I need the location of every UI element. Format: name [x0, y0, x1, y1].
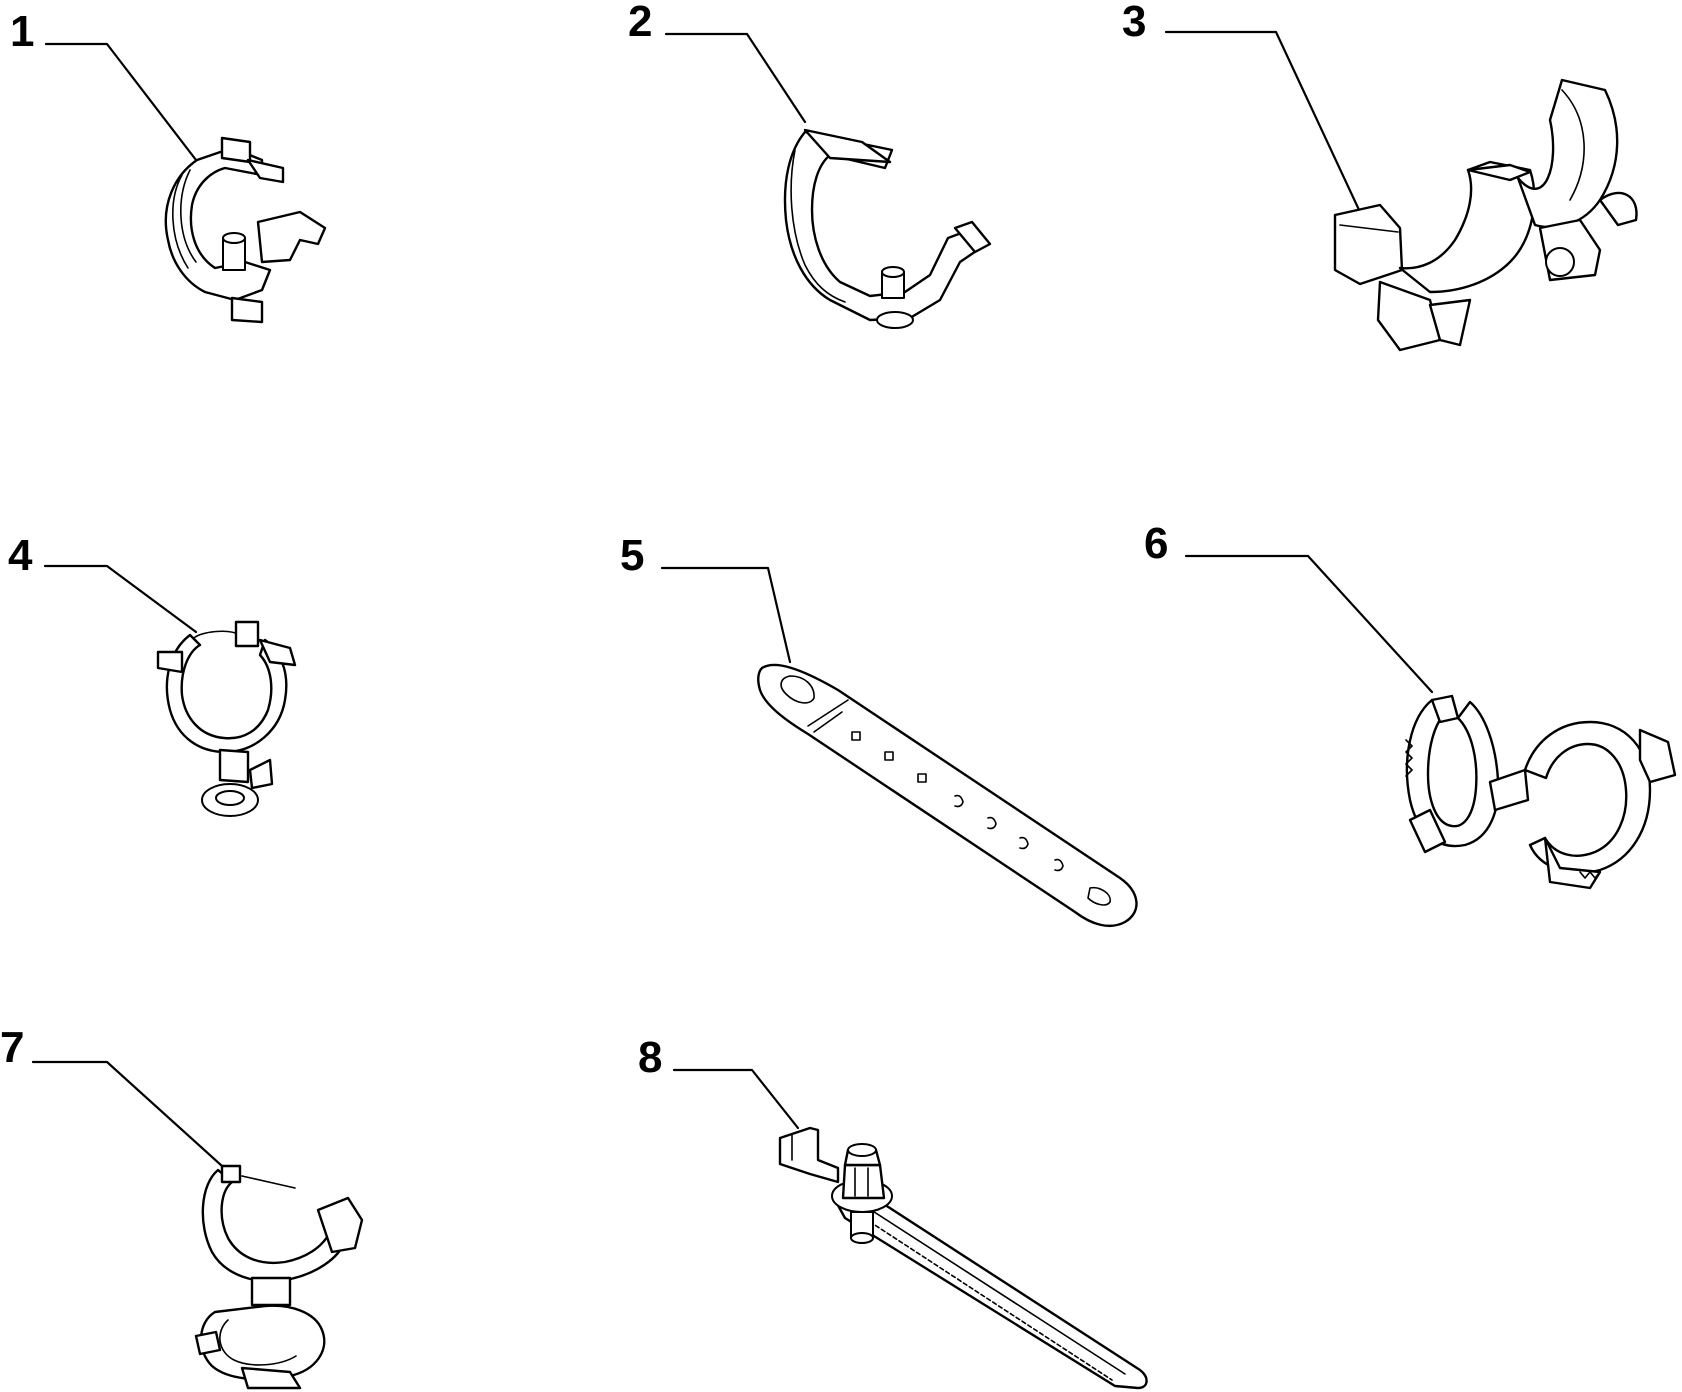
part-7-clip — [194, 1164, 364, 1390]
part-8-tie — [778, 1126, 1148, 1390]
callout-6: 6 — [1144, 519, 1434, 694]
callout-number-8: 8 — [638, 1033, 662, 1082]
callout-1: 1 — [10, 7, 198, 162]
callout-3: 3 — [1122, 0, 1362, 214]
leader-line-8 — [672, 1068, 800, 1130]
callout-2: 2 — [628, 0, 807, 124]
callout-number-5: 5 — [620, 531, 644, 580]
part-5-strap — [757, 663, 1138, 927]
leader-line-2 — [664, 32, 807, 124]
callout-number-2: 2 — [628, 0, 652, 46]
callout-number-6: 6 — [1144, 519, 1168, 568]
part-3-clip — [1333, 78, 1638, 352]
leader-line-5 — [660, 566, 792, 664]
callout-number-4: 4 — [8, 531, 33, 580]
part-6-clip — [1405, 694, 1677, 890]
leader-line-3 — [1164, 30, 1362, 214]
leader-line-6 — [1184, 554, 1434, 694]
callout-8: 8 — [638, 1033, 800, 1130]
callout-number-3: 3 — [1122, 0, 1146, 46]
part-4-clip — [156, 620, 297, 817]
callout-7: 7 — [0, 1023, 224, 1168]
part-1-clip — [164, 136, 327, 324]
leader-line-1 — [44, 42, 198, 162]
part-2-clip — [783, 128, 992, 329]
leader-line-4 — [43, 564, 198, 634]
callout-number-7: 7 — [0, 1023, 24, 1072]
callout-4: 4 — [8, 531, 198, 634]
callout-number-1: 1 — [10, 7, 34, 56]
leader-line-7 — [31, 1060, 224, 1168]
callout-5: 5 — [620, 531, 792, 664]
